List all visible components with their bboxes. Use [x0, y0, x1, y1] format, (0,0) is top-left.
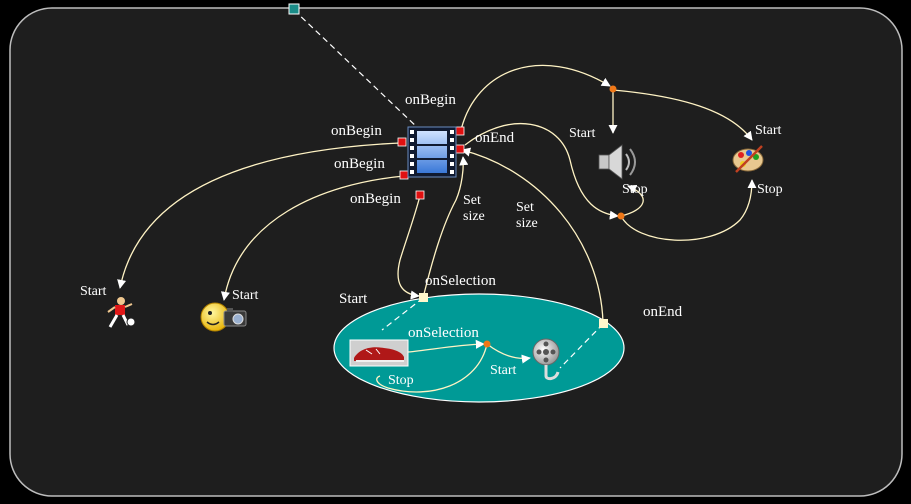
speaker-icon[interactable] [598, 144, 636, 180]
port-group-onend[interactable] [599, 319, 608, 328]
scene-panel [9, 7, 903, 497]
label-start-speaker: Start [569, 126, 596, 141]
edge-stop-to-palette [620, 179, 757, 241]
anchor-dashed-link [293, 9, 421, 131]
smiley-camera-icon[interactable] [200, 302, 247, 332]
edge-onbegin-to-camera [220, 175, 405, 301]
top-anchor[interactable] [288, 3, 300, 15]
label-onbegin-2: onBegin [334, 156, 385, 172]
paint-palette-icon[interactable] [732, 145, 764, 173]
label-onselection-group: onSelection [425, 273, 496, 289]
label-onselection-inner: onSelection [408, 325, 479, 341]
edge-stop-loop [620, 184, 644, 217]
edge-onbegin-to-runner [117, 142, 401, 289]
edge-onbegin-to-speaker [460, 64, 611, 131]
port-onbegin-3[interactable] [415, 190, 425, 200]
port-onend-video[interactable] [455, 144, 465, 154]
junction-mid[interactable] [617, 212, 625, 220]
film-reel-icon[interactable] [532, 338, 560, 381]
label-onbegin-3: onBegin [350, 191, 401, 207]
label-onbegin-top: onBegin [405, 92, 456, 108]
label-onend-video: onEnd [475, 130, 515, 146]
film-strip-icon[interactable] [407, 126, 457, 178]
label-onend-group: onEnd [643, 304, 683, 320]
label-start-runner: Start [80, 284, 107, 299]
red-shoe-photo[interactable] [349, 339, 409, 367]
port-onbegin-top[interactable] [455, 126, 465, 136]
edge-shoe-onselection [407, 339, 485, 353]
junction-group[interactable] [483, 340, 491, 348]
label-start-palette: Start [755, 123, 782, 138]
edge-onend-to-stop [464, 123, 619, 220]
edge-onend-setsize [461, 147, 604, 323]
group-dashed-1 [381, 297, 424, 331]
port-group-onselection[interactable] [419, 293, 428, 302]
label-set-size-2: Set size [516, 200, 538, 231]
port-onbegin-1[interactable] [397, 137, 407, 147]
edge-onbegin-to-group [397, 195, 421, 300]
edge-onselection-start [486, 343, 531, 364]
label-start-reel: Start [490, 363, 517, 378]
group-dashed-2 [559, 323, 604, 369]
port-onbegin-2[interactable] [399, 170, 409, 180]
label-stop-speaker: Stop [622, 182, 648, 197]
label-stop-shoe: Stop [388, 373, 414, 388]
soccer-player-icon[interactable] [107, 297, 136, 328]
label-stop-palette: Stop [757, 182, 783, 197]
edge-junction-to-palette [612, 89, 753, 141]
label-start-camera: Start [232, 288, 259, 303]
label-set-size-1: Set size [463, 193, 485, 224]
label-start-group: Start [339, 291, 368, 307]
label-onbegin-1: onBegin [331, 123, 382, 139]
edge-group-setsize [423, 156, 469, 295]
edge-onselection-stop [376, 343, 488, 393]
junction-top[interactable] [609, 85, 617, 93]
